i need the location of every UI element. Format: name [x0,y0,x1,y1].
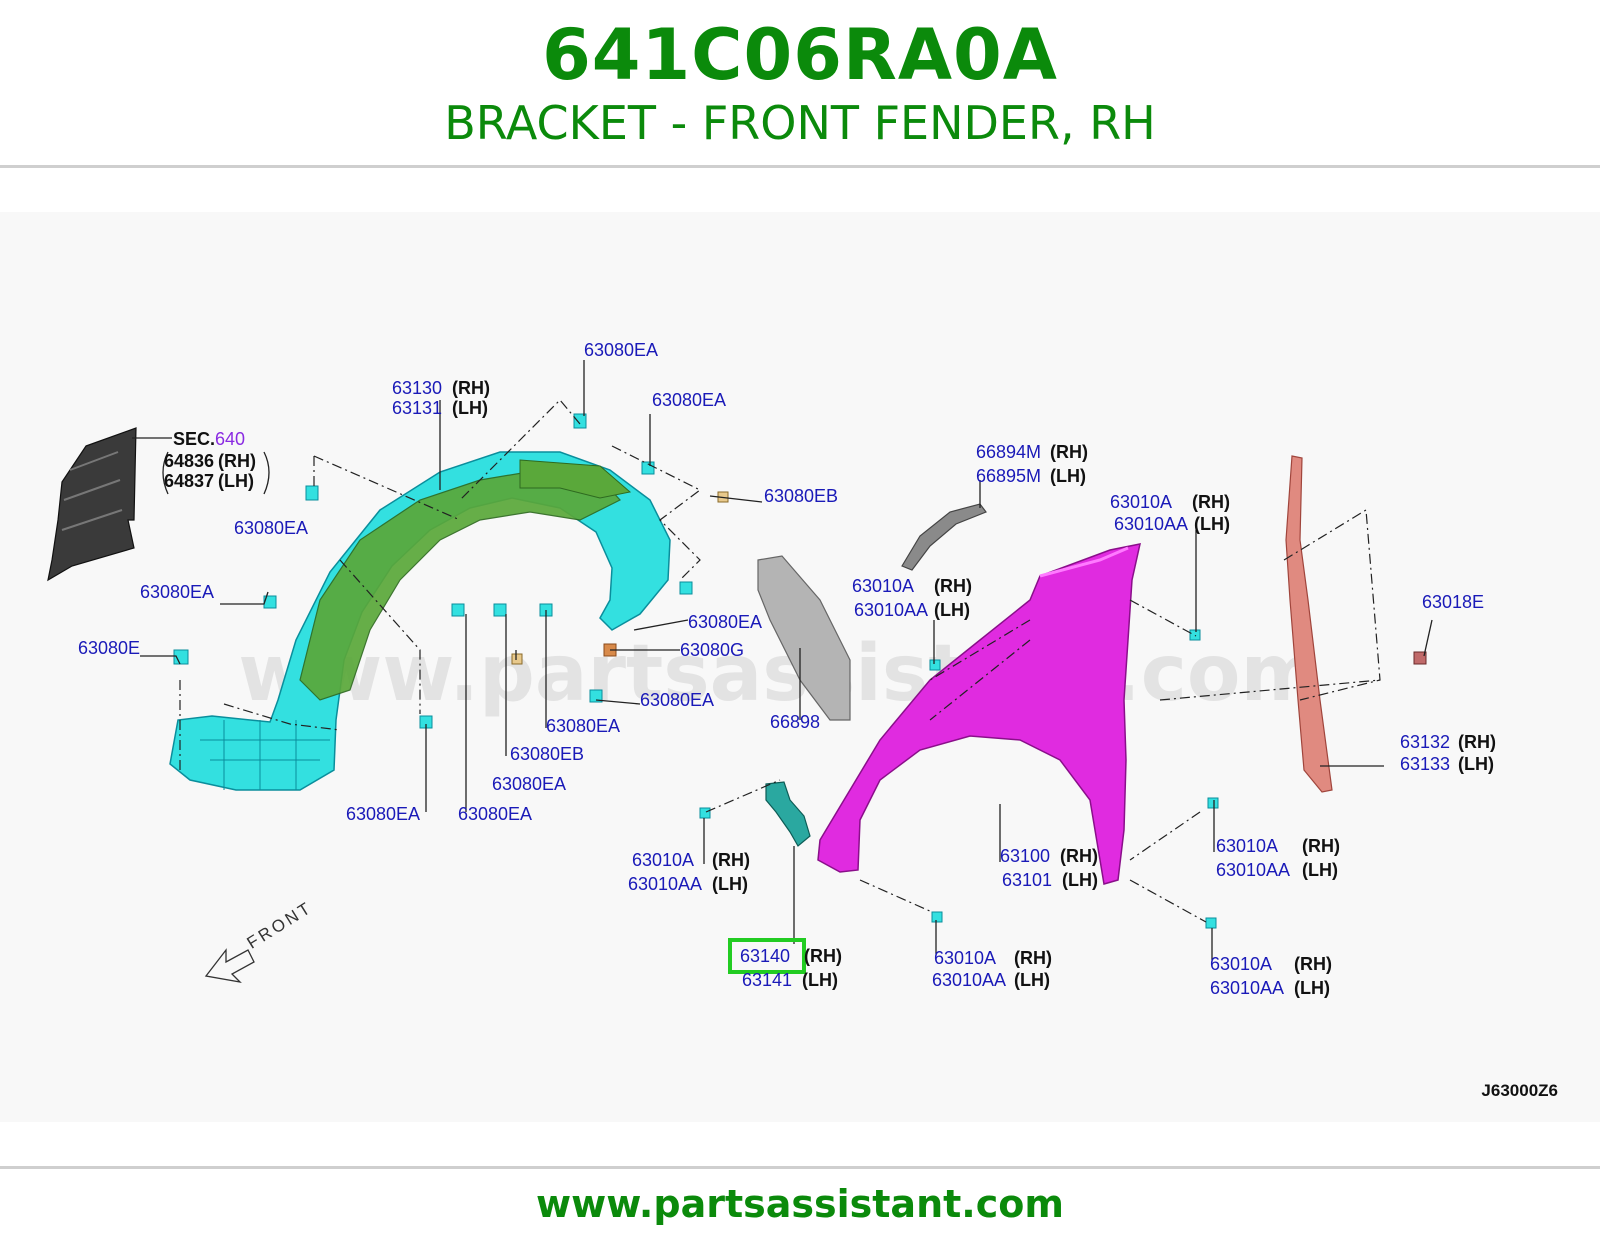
label-63010aa-6-lh: (LH) [1294,978,1330,998]
label-63010aa-5-lh: (LH) [1014,970,1050,990]
label-66894m-rh: (RH) [1050,442,1088,462]
label-63101[interactable]: 63101 [1002,870,1052,890]
label-63101-lh: (LH) [1062,870,1098,890]
label-63133-lh: (LH) [1458,754,1494,774]
label-63132-rh: (RH) [1458,732,1496,752]
clip-fasteners [173,413,1219,929]
label-63010a-4[interactable]: 63010A [632,850,694,870]
label-63010aa-4[interactable]: 63010AA [628,874,702,894]
label-63010a-1[interactable]: 63010A [1110,492,1172,512]
engine-undercover-part[interactable] [47,427,137,582]
label-63131[interactable]: 63131 [392,398,442,418]
label-63010aa-2-lh: (LH) [934,600,970,620]
label-64836-rh: (RH) [218,451,256,471]
label-63100-rh: (RH) [1060,846,1098,866]
front-direction-arrow-icon [204,948,255,983]
label-63010a-2[interactable]: 63010A [852,576,914,596]
label-63080ea-left2[interactable]: 63080EA [140,582,214,602]
bracket-66894m-part[interactable] [901,503,987,571]
label-63010a-2-rh: (RH) [934,576,972,596]
bracket-right [263,451,270,495]
label-63130[interactable]: 63130 [392,378,442,398]
label-64837-lh: (LH) [218,471,254,491]
label-63018e[interactable]: 63018E [1422,592,1484,612]
header-divider [0,165,1600,168]
label-66895m-lh: (LH) [1050,466,1086,486]
watermark: www.partsassistant.com [238,629,1322,719]
highlight-box-63140 [728,938,806,974]
label-63010a-6-rh: (RH) [1294,954,1332,974]
label-63010aa-1[interactable]: 63010AA [1114,514,1188,534]
label-63010a-4-rh: (RH) [712,850,750,870]
label-63010aa-5[interactable]: 63010AA [932,970,1006,990]
label-63080e[interactable]: 63080E [78,638,140,658]
label-63080ea-top[interactable]: 63080EA [584,340,658,360]
label-63140[interactable]: 63140 [740,946,790,966]
front-fender-part[interactable] [817,543,1141,885]
label-63131-lh: (LH) [452,398,488,418]
label-63010aa-2[interactable]: 63010AA [854,600,928,620]
part-number-title: 641C06RA0A [542,14,1058,96]
label-63080eb-top[interactable]: 63080EB [764,486,838,506]
label-63010a-6[interactable]: 63010A [1210,954,1272,974]
label-63010a-3[interactable]: 63010A [1216,836,1278,856]
figure-code: J63000Z6 [1481,1081,1558,1100]
label-64837[interactable]: 64837 [164,471,214,491]
label-63010a-5[interactable]: 63010A [934,948,996,968]
label-63010a-1-rh: (RH) [1192,492,1230,512]
label-66894m[interactable]: 66894M [976,442,1041,462]
label-63010aa-3[interactable]: 63010AA [1216,860,1290,880]
label-66898[interactable]: 66898 [770,712,820,732]
label-63140-rh: (RH) [804,946,842,966]
label-63010aa-1-lh: (LH) [1194,514,1230,534]
assembly-lines [179,399,1381,923]
label-66895m[interactable]: 66895M [976,466,1041,486]
label-63080ea-center2[interactable]: 63080EA [492,774,566,794]
label-63080ea-top2[interactable]: 63080EA [652,390,726,410]
label-63010aa-6[interactable]: 63010AA [1210,978,1284,998]
label-63132[interactable]: 63132 [1400,732,1450,752]
clip-63080eb-center [511,653,523,665]
label-63010a-5-rh: (RH) [1014,948,1052,968]
footer-url[interactable]: www.partsassistant.com [536,1182,1064,1226]
label-63080ea-bottom1[interactable]: 63080EA [346,804,420,824]
label-63080ea-right1[interactable]: 63080EA [688,612,762,632]
label-63080g[interactable]: 63080G [680,640,744,660]
label-63130-rh: (RH) [452,378,490,398]
header: 641C06RA0A BRACKET - FRONT FENDER, RH [0,0,1600,168]
label-63080ea-center1[interactable]: 63080EA [546,716,620,736]
part-name-subtitle: BRACKET - FRONT FENDER, RH [444,96,1156,150]
label-63141-lh: (LH) [802,970,838,990]
label-63010aa-3-lh: (LH) [1302,860,1338,880]
label-63100[interactable]: 63100 [1000,846,1050,866]
label-63080ea-left1[interactable]: 63080EA [234,518,308,538]
splash-guard-part[interactable] [757,555,851,721]
parts-diagram: www.partsassistant.com SEC.640 64836 (RH… [47,340,1558,1100]
bracket-left [162,451,169,495]
clip-63018e [1413,651,1427,665]
leader-lines [140,360,1433,960]
label-63080ea-bottom2[interactable]: 63080EA [458,804,532,824]
highlighted-bracket-63140-part[interactable] [765,781,811,847]
label-63080ea-right2[interactable]: 63080EA [640,690,714,710]
wheel-house-liner-part[interactable] [169,451,671,791]
footer-divider [0,1166,1600,1169]
label-63010a-3-rh: (RH) [1302,836,1340,856]
label-63141[interactable]: 63141 [742,970,792,990]
sec-640-reference: SEC.640 [173,429,245,449]
label-63010aa-4-lh: (LH) [712,874,748,894]
label-64836[interactable]: 64836 [164,451,214,471]
front-label: FRONT [244,898,316,953]
label-63133[interactable]: 63133 [1400,754,1450,774]
fender-seal-part[interactable] [1285,455,1333,793]
label-63080eb-center[interactable]: 63080EB [510,744,584,764]
